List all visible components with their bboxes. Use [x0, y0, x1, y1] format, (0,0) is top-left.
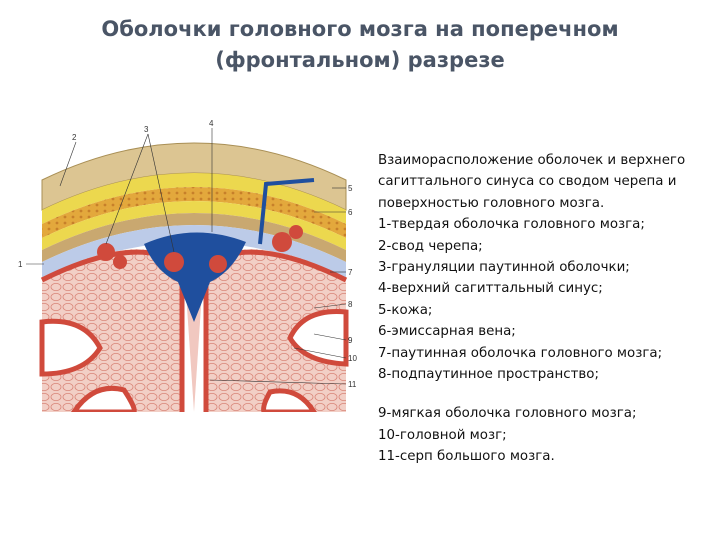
title-line-1: Оболочки головного мозга на поперечном	[60, 14, 660, 45]
legend-item: 7-паутинная оболочка головного мозга;	[378, 343, 720, 364]
page-title: Оболочки головного мозга на поперечном (…	[60, 14, 660, 76]
legend-item: 5-кожа;	[378, 300, 720, 321]
legend-intro-line: поверхностью головного мозга.	[378, 193, 720, 214]
legend-intro-line: сагиттального синуса со сводом черепа и	[378, 171, 720, 192]
callout-2: 2	[72, 133, 77, 142]
callout-1: 1	[18, 260, 23, 269]
meninges-illustration: 1 2 3 4 5 6 7 8 9 10 11	[14, 112, 374, 412]
legend-intro-line: Взаиморасположение оболочек и верхнего	[378, 150, 720, 171]
callout-5: 5	[348, 184, 353, 193]
callout-7: 7	[348, 268, 353, 277]
callout-3: 3	[144, 125, 149, 134]
callout-4: 4	[209, 119, 214, 128]
legend-item: 4-верхний сагиттальный синус;	[378, 278, 720, 299]
legend-item: 1-твердая оболочка головного мозга;	[378, 214, 720, 235]
callout-10: 10	[348, 354, 357, 363]
legend-item: 8-подпаутинное пространство;	[378, 364, 720, 385]
legend-text: Взаиморасположение оболочек и верхнего с…	[378, 150, 720, 468]
callout-11: 11	[348, 380, 357, 389]
title-line-2: (фронтальном) разрезе	[60, 45, 660, 76]
legend-item: 3-грануляции паутинной оболочки;	[378, 257, 720, 278]
legend-item: 6-эмиссарная вена;	[378, 321, 720, 342]
callout-8: 8	[348, 300, 353, 309]
meninges-diagram: 1 2 3 4 5 6 7 8 9 10 11	[14, 112, 374, 412]
callout-6: 6	[348, 208, 353, 217]
legend-item: 2-свод черепа;	[378, 236, 720, 257]
legend-item: 10-головной мозг;	[378, 425, 720, 446]
legend-item: 11-серп большого мозга.	[378, 446, 720, 467]
legend-gap	[378, 385, 720, 403]
legend-item: 9-мягкая оболочка головного мозга;	[378, 403, 720, 424]
callout-9: 9	[348, 336, 353, 345]
